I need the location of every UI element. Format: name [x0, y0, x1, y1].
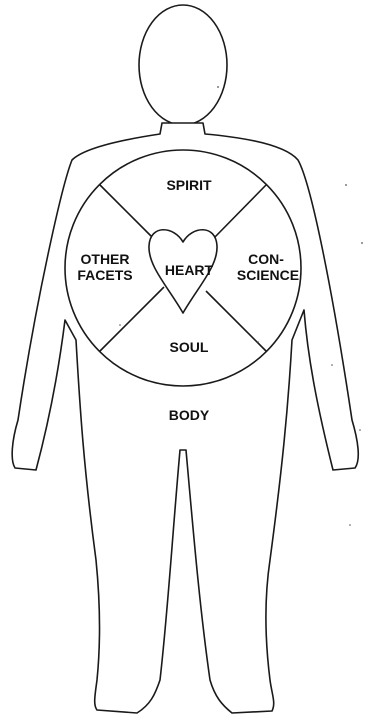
speck	[217, 86, 219, 88]
speck	[359, 429, 361, 431]
label-spirit: SPIRIT	[166, 177, 212, 193]
speck	[349, 524, 351, 526]
speck	[361, 242, 363, 244]
label-heart: HEART	[165, 262, 214, 278]
speck	[345, 184, 347, 186]
label-other-line1: OTHER	[81, 251, 130, 267]
label-body: BODY	[169, 407, 210, 423]
speck	[257, 341, 259, 343]
label-soul: SOUL	[170, 339, 209, 355]
speck	[331, 364, 333, 366]
label-other-line2: FACETS	[77, 267, 132, 283]
label-conscience-line2: SCIENCE	[237, 267, 299, 283]
label-conscience-line1: CON-	[248, 251, 284, 267]
speck	[119, 324, 121, 326]
head-outline	[139, 5, 227, 125]
